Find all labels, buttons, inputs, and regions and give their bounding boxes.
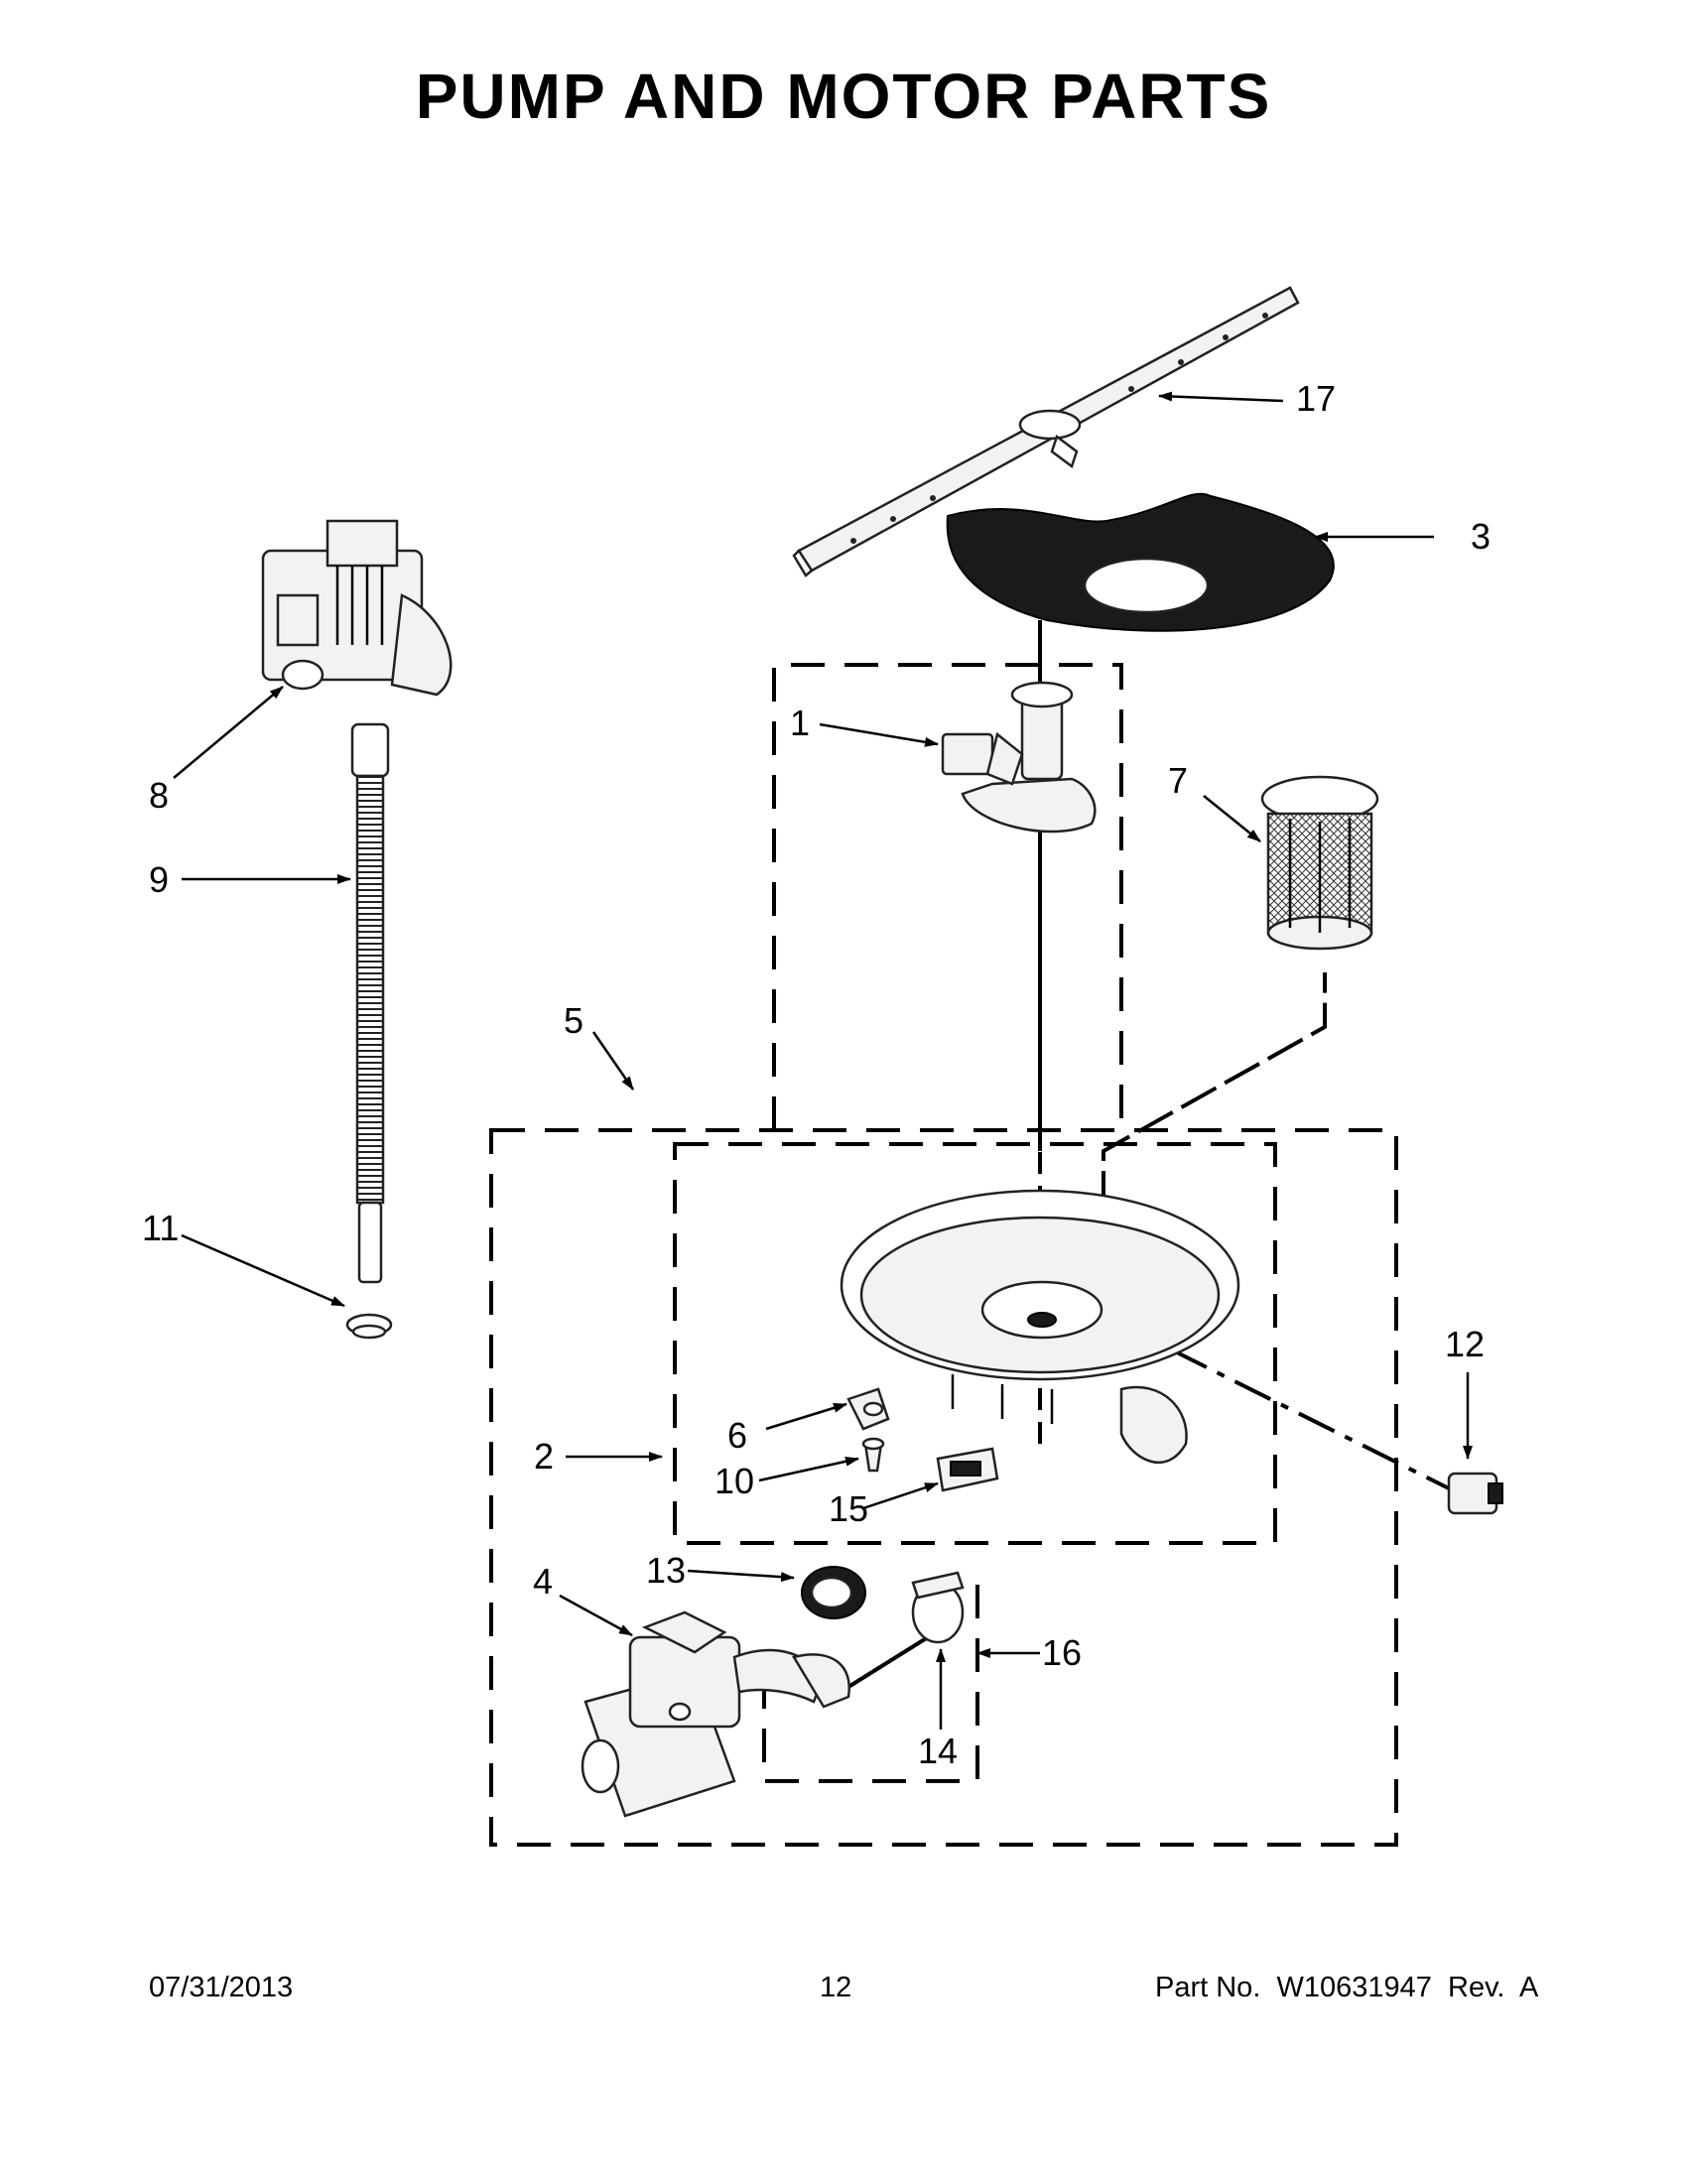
callout-arrows: [173, 391, 1473, 1730]
footer-date: 07/31/2013: [149, 1972, 294, 2003]
circulation-pump: [581, 1610, 851, 1818]
filter-basket: [1260, 775, 1379, 951]
drain-hose: [350, 722, 390, 1284]
pump-seal: [801, 1566, 866, 1619]
sensor: [1447, 1472, 1503, 1515]
sump: [840, 1189, 1240, 1465]
callout-12: 12: [1445, 1324, 1486, 1364]
callout-6: 6: [727, 1415, 748, 1456]
callout-15: 15: [829, 1488, 869, 1529]
callout-7: 7: [1168, 760, 1189, 801]
page-title: PUMP AND MOTOR PARTS: [415, 61, 1272, 132]
hose-clamp-large: [911, 1571, 965, 1644]
callout-14: 14: [918, 1731, 959, 1771]
footer-part-number: Part No. W10631947 Rev. A: [1155, 1972, 1539, 2003]
callout-13: 13: [646, 1550, 687, 1591]
callout-5: 5: [564, 1000, 584, 1041]
callout-9: 9: [149, 859, 170, 900]
callout-16: 16: [1042, 1632, 1083, 1673]
callout-1: 1: [790, 703, 811, 743]
upper-spray-arm: [792, 286, 1300, 578]
hose-clamp-small: [345, 1313, 393, 1340]
callout-11: 11: [142, 1208, 180, 1248]
callout-10: 10: [714, 1461, 755, 1501]
connector-lines: [846, 620, 1450, 1689]
diverter-housing: [941, 681, 1097, 834]
callout-4: 4: [533, 1561, 554, 1602]
footer-page-number: 12: [820, 1972, 852, 2003]
assembly-outlines: [489, 663, 1398, 1847]
callout-3: 3: [1471, 516, 1492, 557]
filter-screen: [946, 492, 1335, 632]
callout-8: 8: [149, 775, 170, 816]
drain-pump: [261, 519, 453, 697]
small-parts: [846, 1387, 999, 1492]
callout-2: 2: [534, 1436, 555, 1477]
callout-17: 17: [1296, 378, 1337, 419]
